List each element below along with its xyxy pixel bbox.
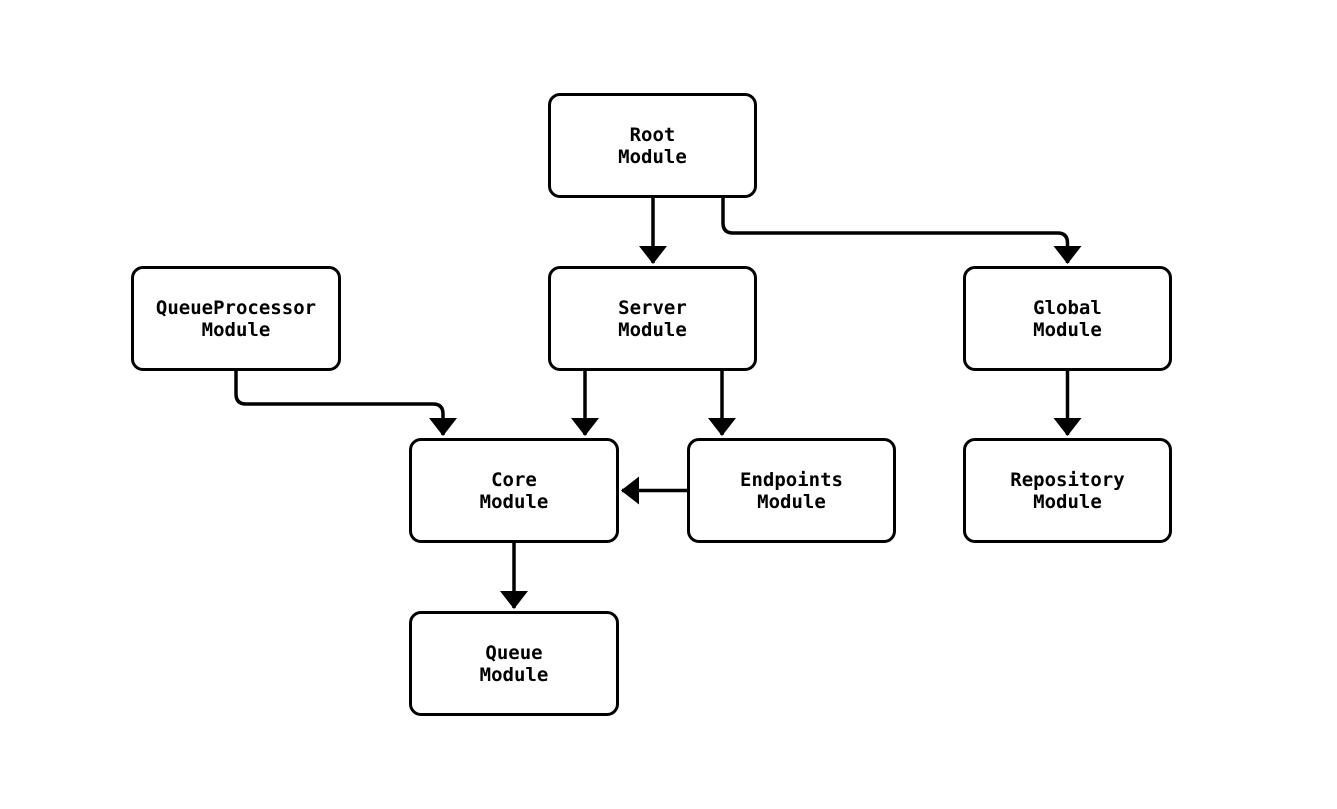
node-label-line: Module [1033, 490, 1102, 513]
node-root-module: Root Module [548, 93, 757, 198]
node-label-line: Module [618, 145, 687, 168]
node-label-line: QueueProcessor [155, 296, 317, 319]
node-core-module: Core Module [409, 438, 619, 543]
node-label-line: Core [491, 468, 537, 491]
node-label-line: Endpoints [740, 468, 843, 491]
node-server-module: Server Module [548, 266, 757, 371]
node-label-line: Module [618, 318, 687, 341]
node-label-line: Module [201, 318, 271, 341]
node-queueprocessor-module: QueueProcessor Module [131, 266, 341, 371]
node-label-line: Global [1033, 296, 1102, 319]
node-label-line: Queue [485, 641, 543, 664]
edge-root-to-global [721, 198, 1082, 264]
node-label-line: Module [479, 663, 549, 686]
node-global-module: Global Module [963, 266, 1172, 371]
node-label-line: Server [618, 296, 687, 319]
node-queue-module: Queue Module [409, 611, 619, 716]
edge-queueprocessor-to-core [234, 371, 457, 436]
node-label-line: Module [479, 490, 549, 513]
node-label-line: Module [757, 490, 826, 513]
node-endpoints-module: Endpoints Module [687, 438, 896, 543]
node-label-line: Root [629, 123, 676, 146]
node-label-line: Repository [1010, 468, 1125, 491]
node-repository-module: Repository Module [963, 438, 1172, 543]
node-label-line: Module [1033, 318, 1102, 341]
